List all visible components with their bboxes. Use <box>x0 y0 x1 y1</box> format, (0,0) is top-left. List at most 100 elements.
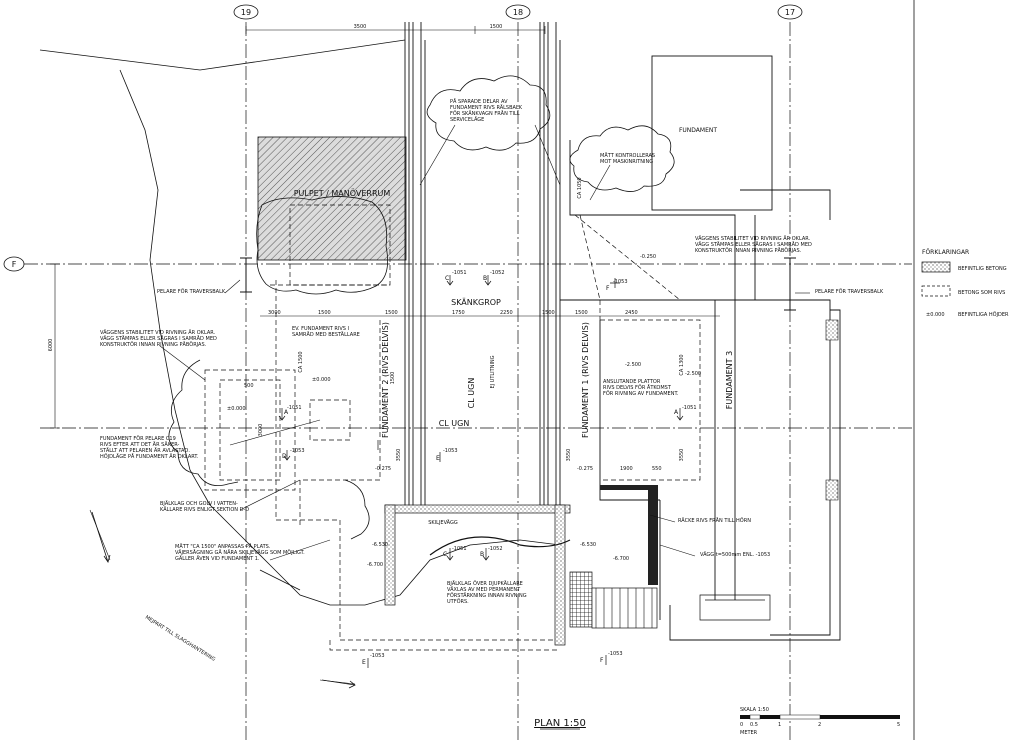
legend-symbol-level: ±0.000 <box>926 312 945 318</box>
svg-text:VÄGG STÄMPAS ELLER SÅGRAS I SA: VÄGG STÄMPAS ELLER SÅGRAS I SAMRÅD MED <box>695 241 812 248</box>
legend-label-demolish: BETONG SOM RIVS <box>958 290 1005 296</box>
cl-ugn-vertical: CL UGN <box>467 378 476 409</box>
svg-text:-1053: -1053 <box>370 653 385 659</box>
svg-text:MOT MASKINRITNING: MOT MASKINRITNING <box>600 159 653 165</box>
note-sparade-delar: PÅ SPARADE DELAR AV FUNDAMENT RIVS RÄLSB… <box>450 98 523 123</box>
grid-label-18: 18 <box>513 8 523 17</box>
svg-text:3550: 3550 <box>396 449 402 462</box>
svg-text:SERVICELÄGE: SERVICELÄGE <box>450 116 484 123</box>
fundament-label: FUNDAMENT <box>679 127 717 134</box>
svg-text:GÄLLER ÄVEN VID FUNDAMENT 1.: GÄLLER ÄVEN VID FUNDAMENT 1. <box>175 555 260 562</box>
svg-text:BJÄLKLAG ÖVER DJUPKÄLLARE: BJÄLKLAG ÖVER DJUPKÄLLARE <box>447 580 523 587</box>
fundament-box <box>651 55 773 211</box>
dim-1500-top: 1500 <box>490 24 503 30</box>
svg-text:-0.275: -0.275 <box>375 466 391 472</box>
legend-label-level: BEFINTLIGA HÖJDER <box>958 311 1009 318</box>
svg-text:-6.530: -6.530 <box>580 542 596 548</box>
svg-text:-1051: -1051 <box>287 405 302 411</box>
direction-arrows <box>91 511 356 689</box>
svg-text:EV. FUNDAMENT RIVS I: EV. FUNDAMENT RIVS I <box>292 326 349 332</box>
svg-text:FUNDAMENT FÖR PELARE C19: FUNDAMENT FÖR PELARE C19 <box>100 435 176 442</box>
svg-text:CA 1500: CA 1500 <box>298 351 304 372</box>
note-anslutande: ANSLUTANDE PLATTOR RIVS DELVIS FÖR ÅTKOM… <box>603 379 679 397</box>
svg-text:ANSLUTANDE PLATTOR: ANSLUTANDE PLATTOR <box>603 379 661 385</box>
svg-text:-1053: -1053 <box>290 448 305 454</box>
building-walls-right <box>560 140 841 641</box>
svg-text:E: E <box>362 659 366 666</box>
svg-text:A: A <box>284 409 289 416</box>
note-matt-ca: MÅTT "CA 1500" ANPASSAS PÅ PLATS. VÄJERS… <box>175 543 305 562</box>
svg-text:±0.000: ±0.000 <box>227 406 246 412</box>
svg-text:1500: 1500 <box>385 310 398 316</box>
svg-text:-1053: -1053 <box>443 448 458 454</box>
svg-text:-2.500: -2.500 <box>625 362 641 368</box>
svg-text:CA 1050: CA 1050 <box>577 177 583 198</box>
svg-text:CA 1300: CA 1300 <box>679 354 685 375</box>
skiljevagg-label: SKILJEVÄGG <box>428 519 458 526</box>
grid-bubble-f: F <box>3 256 25 272</box>
svg-text:3550: 3550 <box>679 449 685 462</box>
pillar-left <box>240 257 252 293</box>
section-markers <box>278 275 684 668</box>
cl-ugn-horizontal: CL UGN <box>439 419 470 428</box>
svg-text:C: C <box>443 551 447 558</box>
top-dimension <box>245 26 546 34</box>
svg-text:1900: 1900 <box>620 466 633 472</box>
svg-text:5: 5 <box>897 722 900 728</box>
svg-text:KONSTRUKTÖR INNAN RIVNING PÅBÖ: KONSTRUKTÖR INNAN RIVNING PÅBÖRJAS. <box>100 341 207 348</box>
svg-text:-2.500: -2.500 <box>685 371 701 377</box>
note-racke: RÄCKE RIVS FRÅN TILL HÖRN <box>678 517 751 524</box>
note-bjalklag-over: BJÄLKLAG ÖVER DJUPKÄLLARE VÄXLAS AV MED … <box>447 580 527 605</box>
svg-text:3000: 3000 <box>258 424 264 437</box>
svg-text:1: 1 <box>778 722 781 728</box>
grid-label-19: 19 <box>241 8 251 17</box>
leader-lines <box>89 124 810 685</box>
svg-text:0.5: 0.5 <box>750 722 758 728</box>
svg-text:2450: 2450 <box>625 310 638 316</box>
svg-text:3550: 3550 <box>566 449 572 462</box>
legend: FÖRKLARINGAR BEFINTLIG BETONG BETONG SOM… <box>921 249 1009 318</box>
note-pelare-right: PELARE FÖR TRAVERSBALK <box>815 288 884 295</box>
svg-text:VÄGGENS STABILITET VID RIVNING: VÄGGENS STABILITET VID RIVNING ÄR OKLAR. <box>100 329 216 336</box>
note-vaggens-right: VÄGGENS STABILITET VID RIVNING ÄR OKLAR.… <box>695 235 812 254</box>
fundament2-label: FUNDAMENT 2 (RIVS DELVIS) <box>381 322 390 438</box>
grid-lines <box>24 22 912 740</box>
svg-text:F: F <box>600 657 604 664</box>
svg-text:RIVS DELVIS FÖR ÅTKOMST: RIVS DELVIS FÖR ÅTKOMST <box>603 384 672 391</box>
svg-text:SAMRÅD MED BESTÄLLARE: SAMRÅD MED BESTÄLLARE <box>292 331 360 338</box>
section-marker-texts: C -1051 B -1052 F -1053 A -1051 A -1051 … <box>282 270 697 666</box>
grid-bubble-19: 19 <box>233 4 259 20</box>
svg-text:HÖJDLÄGE PÅ FUNDAMENT ÄR OKLAR: HÖJDLÄGE PÅ FUNDAMENT ÄR OKLART. <box>100 453 199 460</box>
fundament1-label: FUNDAMENT 1 (RIVS DELVIS) <box>581 322 590 438</box>
svg-text:-1053: -1053 <box>608 651 623 657</box>
note-bjalklag-golv: BJÄLKLAG OCH GOLV I VATTEN- KÄLLARE RIVS… <box>160 500 249 513</box>
svg-text:-1052: -1052 <box>488 546 503 552</box>
svg-text:VÄXLAS AV MED PERMANENT: VÄXLAS AV MED PERMANENT <box>447 586 521 593</box>
grid-label-f: F <box>12 260 17 269</box>
svg-text:FUNDAMENT RIVS RÄLSBALK: FUNDAMENT RIVS RÄLSBALK <box>450 104 523 111</box>
fundament3-label: FUNDAMENT 3 <box>725 351 734 409</box>
svg-text:FÖRSTÄRKNING INNAN RIVNING: FÖRSTÄRKNING INNAN RIVNING <box>447 592 527 599</box>
svg-text:1500: 1500 <box>575 310 588 316</box>
svg-text:0: 0 <box>740 722 743 728</box>
dim-3500-top: 3500 <box>354 24 367 30</box>
svg-text:-1051: -1051 <box>452 270 467 276</box>
svg-text:E: E <box>436 455 440 462</box>
svg-text:-6.530: -6.530 <box>372 542 388 548</box>
svg-text:VÄJERSÅGNING GÅ NÄRA SKILJEVÄG: VÄJERSÅGNING GÅ NÄRA SKILJEVÄGG SOM MÖJL… <box>175 549 305 556</box>
svg-text:6000: 6000 <box>48 339 54 352</box>
svg-text:C: C <box>445 275 449 282</box>
demolition-outlines <box>204 204 701 651</box>
pulpet-label: PULPET / MANÖVERRUM <box>294 188 391 198</box>
svg-text:KÄLLARE RIVS ENLIGT SEKTION D-: KÄLLARE RIVS ENLIGT SEKTION D-D <box>160 506 249 513</box>
grid-bubble-17: 17 <box>777 4 803 20</box>
svg-text:-1051: -1051 <box>452 546 467 552</box>
svg-text:BJÄLKLAG OCH GOLV I VATTEN-: BJÄLKLAG OCH GOLV I VATTEN- <box>160 500 238 507</box>
svg-text:±0.000: ±0.000 <box>312 377 331 383</box>
svg-text:1750: 1750 <box>452 310 465 316</box>
svg-text:UTFÖRS.: UTFÖRS. <box>447 598 469 605</box>
scale-unit: METER <box>740 730 758 736</box>
svg-text:MÅTT KONTROLLERAS: MÅTT KONTROLLERAS <box>600 152 655 159</box>
grid-label-17: 17 <box>785 8 795 17</box>
